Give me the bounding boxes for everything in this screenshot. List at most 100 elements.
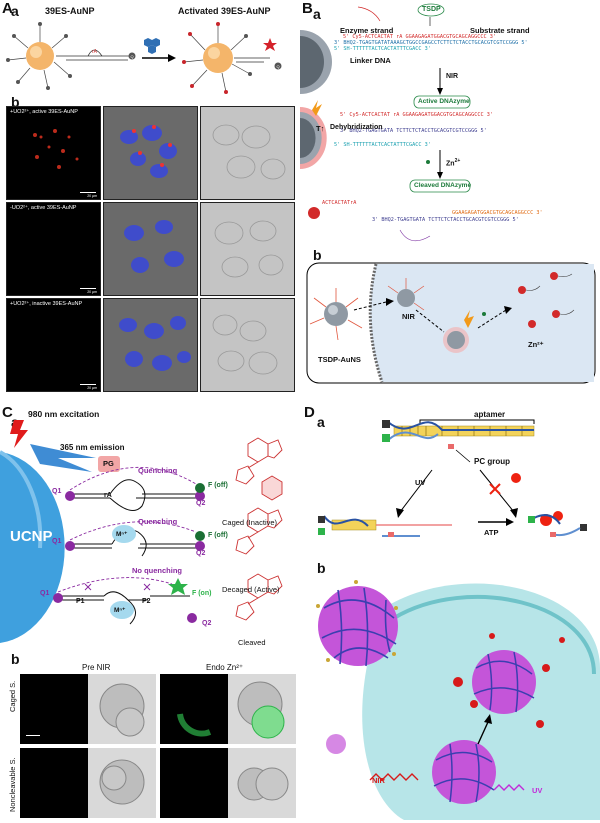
seq3-cleaved: ACTCACTATrA <box>322 200 357 206</box>
duplex-left <box>56 49 130 61</box>
seq3-top: GGAAGAGATGGACGTGCAGCAGGCCC 3' <box>452 210 543 216</box>
seq2-substrate: 5' Cy5-ACTCACTAT rA GGAAGAGATGGACGTGCAGC… <box>340 112 494 118</box>
micro-r2-bright <box>200 202 295 296</box>
micro-r1-red: +UO2²⁺, active 39ES-AuNP 20 µm <box>6 106 101 200</box>
top-helix <box>382 420 535 449</box>
q1-label-1: Q1 <box>52 488 62 495</box>
pre-nir-caged-bright <box>88 674 156 744</box>
panel-D-sub-b: b <box>317 560 326 576</box>
emission-label: 365 nm emission <box>60 443 125 452</box>
metal-ion-icon-1 <box>112 525 136 543</box>
col-endo-zn: Endo Zn²⁺ <box>206 663 244 672</box>
micro-r3-bright <box>200 298 295 392</box>
seq2-linker: 5' SH-TTTTTTACTCACTATTTCGACC 3' <box>334 142 431 148</box>
label-activated-aunp: Activated 39ES-AuNP <box>178 6 271 16</box>
panel-B-sub-a: a <box>313 6 321 22</box>
zn-label: Zn2+ <box>446 158 461 168</box>
metal-label-1: Mⁿ⁺ <box>116 531 128 538</box>
no-quenching-label: No quenching <box>132 566 182 575</box>
caged-label: Caged (Inactive) <box>222 518 278 527</box>
endo-caged-bright <box>228 674 296 744</box>
atp-icon <box>511 473 521 483</box>
aunp-left-particle <box>6 22 72 90</box>
p1-label: P1 <box>76 598 85 605</box>
pc-group-label: PC group <box>474 457 510 466</box>
small-particle <box>326 734 346 754</box>
fluor-on-icon <box>168 578 188 595</box>
panel-A-sub-b: b <box>11 94 20 110</box>
f-off-label-2: F (off) <box>208 532 228 539</box>
uv-label-d: UV <box>532 786 543 795</box>
cell-uptake-schematic <box>306 262 596 384</box>
substrate-strand-label: Substrate strand <box>470 26 530 35</box>
p2-label: P2 <box>142 598 151 605</box>
atp-label: ATP <box>484 528 499 537</box>
heated-halo <box>300 107 327 169</box>
row-noncleavable: Noncleavable S. <box>8 757 17 812</box>
ra-label: rA <box>92 49 98 55</box>
svg-text:Q: Q <box>131 54 134 59</box>
pre-nir-caged-fluor <box>20 674 88 744</box>
heat-icon <box>312 100 322 116</box>
nanoparticle-3 <box>432 740 496 804</box>
micro-r3-red: +UO2²⁺, inactive 39ES-AuNP 20 µm <box>6 298 101 392</box>
q1-label-2: Q1 <box>52 538 62 545</box>
panel-C-sub-b: b <box>11 651 20 667</box>
seq1-enzyme: 3' BHQ2-TGAGTGATATAAAGCTGGCCGAGCCTCTTCTC… <box>334 40 528 46</box>
tsdp-label: TSDP <box>422 6 441 13</box>
aunp-schematic: rA Q Q <box>6 22 282 94</box>
star-icon <box>263 38 277 51</box>
f-off-label-1: F (off) <box>208 482 228 489</box>
tsdp-aunp-particle <box>309 288 363 341</box>
uv-label: UV <box>415 478 426 487</box>
panel-B-letter: B <box>302 0 313 17</box>
nir-label-d: NIR <box>372 776 385 785</box>
pre-nir-nc-fluor <box>20 748 88 818</box>
ucnp-schematic <box>0 420 205 643</box>
nanoparticle-1 <box>316 580 398 667</box>
microscopy-grid: +UO2²⁺, active 39ES-AuNP 20 µm -UO2²⁺, a… <box>6 106 296 396</box>
row-caged: Caged S. <box>8 680 17 712</box>
t-up-label: T↑ <box>316 124 325 133</box>
seq2-enzyme: 3' BHQ2-TGAGTGATA TCTTCTCTACCTGCACGTCGTC… <box>340 128 487 134</box>
panel-A-letter: A <box>2 0 13 17</box>
nir-wave <box>369 773 419 781</box>
excitation-label: 980 nm excitation <box>28 409 100 419</box>
col-pre-nir: Pre NIR <box>82 663 111 672</box>
endo-caged-fluor <box>160 674 228 744</box>
zn-label-b: Zn²⁺ <box>528 340 544 349</box>
endo-nc-fluor <box>160 748 228 818</box>
micro-r3-merge <box>103 298 198 392</box>
panel-A-sub-a: a <box>11 3 19 19</box>
decaged-label: Decaged (Active) <box>222 585 280 594</box>
dehybridization-label: Dehybridization <box>330 124 383 131</box>
micro-r2-merge <box>103 202 198 296</box>
cleaved-dnazyme-label: Cleaved DNAzyme <box>414 182 472 189</box>
tsdp-aunp-label: TSDP-AuNS <box>318 355 361 364</box>
uv-wave <box>493 784 525 791</box>
ra-label-c: rA <box>104 492 112 499</box>
uranyl-icon <box>144 38 160 54</box>
svg-text:Q: Q <box>277 64 280 69</box>
micro-r2-red: -UO2²⁺, active 39ES-AuNP 20 µm <box>6 202 101 296</box>
linker-dna-label: Linker DNA <box>350 56 391 65</box>
metal-ion-icon-2 <box>110 601 134 619</box>
f-on-label: F (on) <box>192 590 212 597</box>
active-dnazyme-label: Active DNAzyme <box>418 98 470 105</box>
q2-label-1: Q2 <box>196 500 206 507</box>
seq1-substrate: 5' Cy5-ACTCACTAT rA GGAAGAGATGGACGTGCAGC… <box>343 34 497 40</box>
quenching-label-1: Quenching <box>138 466 178 475</box>
seq1-linker: 5' SH-TTTTTTACTCACTATTTCGACC 3' <box>334 46 431 52</box>
cy5-fluor-icon <box>308 207 320 219</box>
micro-r1-bright <box>200 106 295 200</box>
panel-D-letter: D <box>304 404 315 421</box>
pre-nir-nc-bright <box>88 748 156 818</box>
embryo-grid <box>20 674 296 818</box>
nir-label-a: NIR <box>446 73 459 80</box>
black-hex-icon <box>382 420 390 428</box>
dnazyme-schematic <box>300 3 471 242</box>
endo-nc-bright <box>228 748 296 818</box>
cleaved-label: Cleaved <box>238 638 266 647</box>
aptamer-schematic <box>318 419 587 537</box>
pg-box <box>98 456 120 472</box>
